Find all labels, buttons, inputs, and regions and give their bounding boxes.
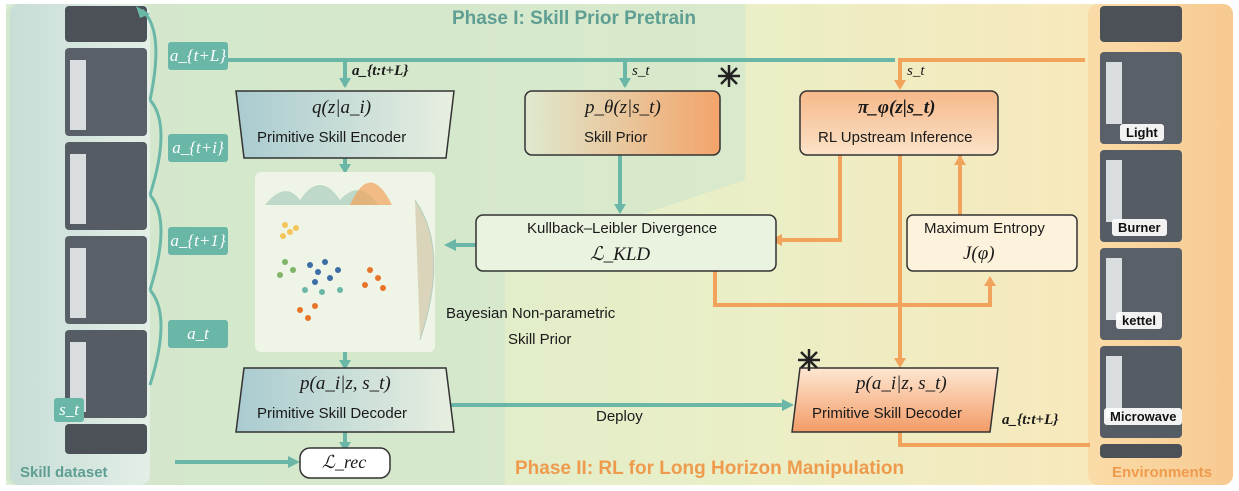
skill-prior-formula: p_θ(z|s_t)	[585, 97, 661, 118]
max-entropy-label: Maximum Entropy	[924, 220, 1045, 237]
skill-prior-label: Skill Prior	[584, 129, 648, 146]
skill-dataset-frames	[65, 6, 147, 454]
rl-policy-box	[799, 90, 999, 156]
action-tag-t: a_t	[168, 320, 228, 348]
orange-flows	[713, 58, 1090, 447]
top-state-label: s_t	[632, 63, 650, 79]
bnp-label-line2: Skill Prior	[508, 331, 572, 348]
phase1-title: Phase I: Skill Prior Pretrain	[452, 8, 696, 29]
decoder-right-formula: p(a_i|z, s_t)	[856, 373, 947, 394]
rec-loss-formula: ℒ_rec	[322, 452, 367, 472]
encoder-label: Primitive Skill Encoder	[257, 129, 407, 146]
decoder-left-label: Primitive Skill Decoder	[257, 405, 408, 422]
env-task-light: Light	[1120, 124, 1164, 141]
bottom-action-seq-label: a_{t:t+L}	[1002, 412, 1059, 428]
env-task-burner: Burner	[1112, 219, 1167, 236]
action-tag-t-plus-L: a_{t+L}	[168, 42, 228, 70]
env-task-kettel: kettel	[1116, 312, 1162, 329]
env-task-microwave: Microwave	[1104, 408, 1183, 425]
latent-space-plot	[255, 172, 435, 352]
kld-formula: ℒ_KLD	[590, 244, 651, 265]
action-tag-t-plus-i: a_{t+i}	[168, 134, 228, 162]
max-entropy-box	[906, 214, 1078, 272]
max-entropy-formula: J(φ)	[963, 243, 995, 264]
bnp-label-line1: Bayesian Non-parametric	[446, 305, 616, 322]
kld-box	[475, 214, 777, 272]
rl-policy-formula: π_φ(z|s_t)	[858, 97, 936, 118]
decoder-right-label: Primitive Skill Decoder	[812, 405, 963, 422]
encoder-formula: q(z|a_i)	[312, 97, 372, 118]
decoder-left-formula: p(a_i|z, s_t)	[300, 373, 391, 394]
decoder-right-box	[791, 367, 999, 433]
encoder-box	[235, 90, 455, 159]
phase2-title: Phase II: RL for Long Horizon Manipulati…	[515, 458, 905, 479]
skill-prior-box	[524, 90, 721, 156]
rec-loss-box	[299, 447, 391, 479]
action-tag-t-plus-1: a_{t+1}	[168, 227, 228, 255]
kld-label: Kullback–Leibler Divergence	[527, 220, 718, 237]
top-action-seq-label: a_{t:t+L}	[352, 63, 409, 79]
right-state-label: s_t	[907, 63, 925, 79]
skill-dataset-label: Skill dataset	[20, 464, 108, 481]
rl-policy-label: RL Upstream Inference	[818, 129, 973, 146]
frozen-icon	[798, 349, 820, 371]
frozen-icon	[718, 65, 740, 87]
state-tag: s_t	[54, 398, 84, 422]
environments-label: Environments	[1112, 464, 1213, 481]
decoder-left-box	[235, 367, 455, 433]
deploy-label: Deploy	[596, 408, 643, 425]
